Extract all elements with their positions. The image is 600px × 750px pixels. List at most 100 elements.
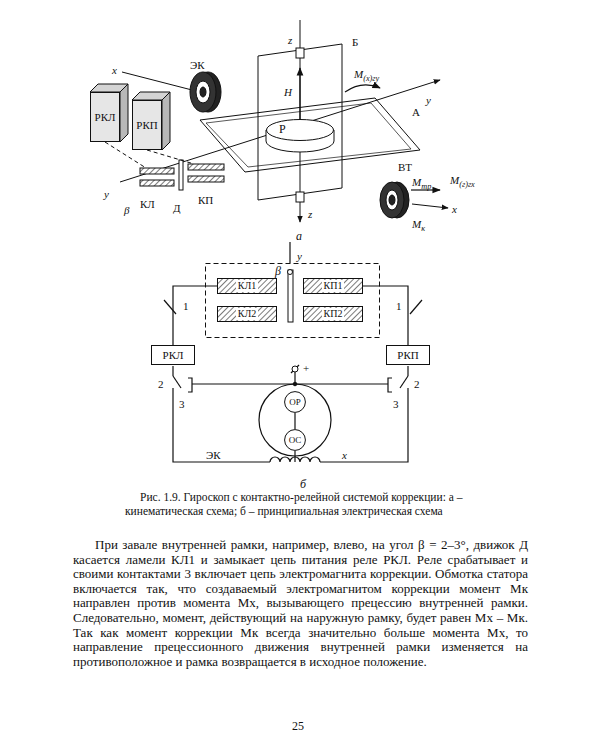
circuit-wire bbox=[410, 300, 422, 314]
axis-line bbox=[412, 204, 448, 208]
circuit-wire bbox=[320, 388, 408, 462]
circuit-wire bbox=[294, 413, 295, 429]
contact-number: 1 bbox=[183, 300, 189, 313]
contact-plate: КЛ2 bbox=[217, 306, 277, 322]
part-name: ВТ bbox=[398, 161, 412, 174]
circuit-wire bbox=[407, 366, 408, 376]
relay-box-face bbox=[162, 92, 170, 150]
contact-number: 2 bbox=[158, 378, 164, 391]
angle-name: β bbox=[124, 204, 129, 217]
node-label: ОС bbox=[289, 435, 302, 445]
winding-circle-border bbox=[285, 430, 306, 451]
vector-name: H bbox=[284, 86, 292, 99]
moment-name: M(г)гх bbox=[450, 174, 475, 190]
axis-letter: y bbox=[426, 94, 431, 107]
winding-circle: ОС bbox=[284, 429, 306, 451]
part-name: ЭК bbox=[206, 449, 221, 462]
contact-plate-drawing bbox=[140, 168, 174, 174]
node-label: КП1 bbox=[322, 280, 345, 292]
gimbal-frame bbox=[200, 44, 420, 200]
wheel bbox=[190, 72, 409, 218]
node-label: РКП bbox=[136, 119, 157, 132]
node-label: КП2 bbox=[322, 308, 345, 320]
polarity-sign: + bbox=[303, 362, 309, 375]
wheel bbox=[200, 87, 206, 97]
rotor-disk-border bbox=[267, 120, 334, 141]
contact-plate-border bbox=[218, 279, 277, 294]
contact-plate: КП1 bbox=[303, 278, 363, 294]
rotor-disk-outline bbox=[266, 119, 334, 141]
relay-box-face bbox=[120, 84, 128, 142]
bearing bbox=[296, 192, 304, 202]
node-label: РКЛ bbox=[95, 111, 116, 124]
contact-group: βКЛ1КП1КЛ2КП2 bbox=[205, 263, 380, 338]
part-name: Д bbox=[173, 202, 181, 215]
circuit-wire bbox=[172, 366, 173, 376]
gimbal-frame bbox=[200, 98, 420, 172]
axis-letter: x bbox=[452, 203, 457, 216]
wheel bbox=[386, 190, 398, 210]
contact-number: 3 bbox=[393, 398, 399, 411]
gimbal-frame bbox=[206, 103, 411, 167]
contact-plate-border bbox=[218, 307, 277, 322]
symbol-index: (x)гу bbox=[363, 74, 379, 83]
circuit-wire bbox=[164, 242, 422, 462]
contact-number: 3 bbox=[179, 398, 185, 411]
contact-group-border bbox=[206, 264, 380, 338]
contact-plate-drawing bbox=[179, 160, 183, 190]
part-name: А bbox=[412, 106, 420, 119]
circuit-wire bbox=[270, 457, 320, 462]
circuit-wire bbox=[291, 365, 299, 373]
contact-plate: КП2 bbox=[303, 306, 363, 322]
contact-group-outline bbox=[205, 263, 380, 338]
circuit-wire bbox=[173, 376, 181, 388]
axis-letter: z bbox=[308, 208, 312, 221]
circuit-wire bbox=[164, 300, 176, 314]
contact-plate-drawing bbox=[188, 164, 224, 170]
figure-letter: б bbox=[300, 478, 306, 492]
winding-circle-border bbox=[285, 392, 306, 413]
axis-line bbox=[122, 72, 192, 90]
symbol-index: тр bbox=[421, 182, 431, 191]
contact-plate: КЛ1 bbox=[217, 278, 277, 294]
circuit-symbol bbox=[288, 270, 299, 386]
winding-circle: ОР bbox=[284, 391, 306, 413]
moment-name: M(x)гу bbox=[354, 68, 379, 84]
bearing bbox=[296, 48, 304, 58]
symbol-main: M bbox=[412, 218, 421, 230]
circuit-symbol bbox=[292, 366, 298, 372]
wheel bbox=[380, 182, 404, 218]
symbol-main: M bbox=[450, 174, 459, 186]
axis-line bbox=[120, 20, 448, 222]
contact-plate-drawing bbox=[140, 180, 174, 186]
node-label: КЛ2 bbox=[236, 308, 258, 320]
circuit-wire bbox=[173, 388, 270, 462]
symbol-index: к bbox=[421, 224, 425, 233]
contact-number: 2 bbox=[414, 378, 420, 391]
axis-letter: y bbox=[297, 250, 302, 263]
rotor-disk: Р bbox=[266, 119, 334, 141]
relay-box-face bbox=[90, 84, 170, 150]
vector-arrow bbox=[345, 85, 380, 92]
relay-box-border bbox=[387, 346, 430, 365]
circuit-symbol bbox=[288, 270, 293, 275]
circuit-wire bbox=[173, 286, 217, 345]
relay-box: РКЛ bbox=[151, 345, 195, 365]
contact-plate-border bbox=[304, 279, 363, 294]
relay-box: РКЛ bbox=[90, 92, 120, 142]
axis-letter: y bbox=[104, 188, 109, 201]
relay-box-border bbox=[152, 346, 195, 365]
circuit-wire bbox=[388, 378, 392, 392]
relay-box-border bbox=[133, 101, 162, 150]
axis-line bbox=[120, 80, 440, 182]
node-label: КЛ1 bbox=[236, 280, 258, 292]
symbol-index: (г)гх bbox=[459, 180, 475, 189]
contact-plate-drawing bbox=[140, 160, 224, 190]
circuit-symbol bbox=[288, 270, 293, 322]
part-name: КЛ bbox=[140, 198, 155, 211]
circuit-wire bbox=[363, 286, 408, 345]
part-name: ЭК bbox=[190, 59, 205, 72]
axis-letter: x bbox=[112, 64, 117, 77]
moment-name: Mтр bbox=[412, 176, 431, 192]
